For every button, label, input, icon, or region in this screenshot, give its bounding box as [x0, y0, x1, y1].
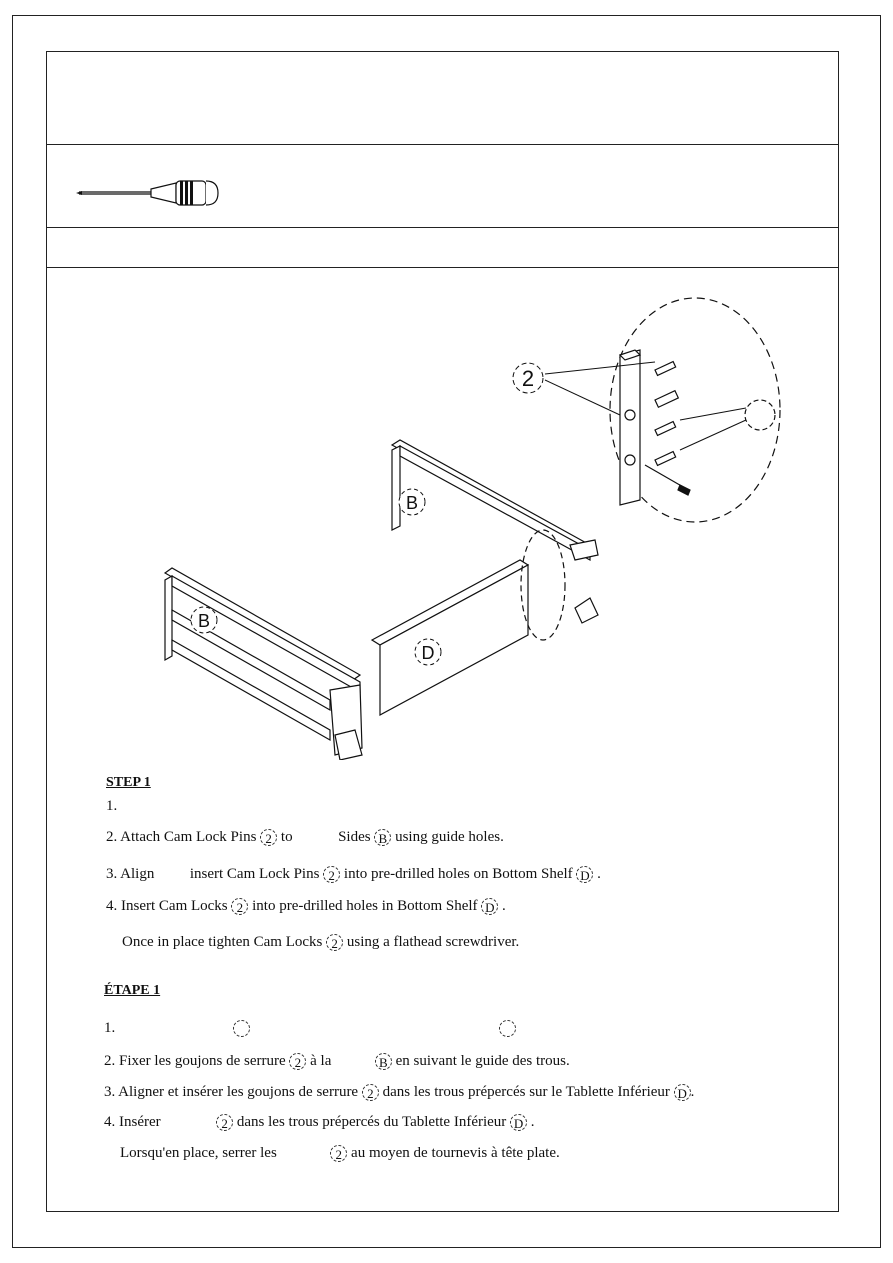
divider-2: [46, 227, 839, 228]
diagram-label-2: 2: [522, 366, 534, 391]
blank-circle-icon: [499, 1020, 517, 1038]
part-b-badge: B: [374, 829, 392, 847]
en-line-2: 2. Attach Cam Lock Pins 2 to Sides B usi…: [106, 829, 504, 847]
svg-text:B: B: [406, 493, 418, 513]
fr-line-4: 4. Insérer 2 dans les trous prépercés du…: [104, 1114, 535, 1132]
content-frame: [46, 51, 839, 1212]
en-line-3: 3. Align insert Cam Lock Pins 2 into pre…: [106, 866, 601, 884]
svg-text:B: B: [198, 611, 210, 631]
assembly-diagram: 2 B B D: [163, 297, 781, 760]
blank-circle-icon: [232, 1020, 250, 1038]
svg-text:D: D: [422, 643, 435, 663]
etape-heading: ÉTAPE 1: [104, 983, 161, 998]
fr-line-3: 3. Aligner et insérer les goujons de ser…: [104, 1084, 695, 1102]
part-2-badge: 2: [260, 829, 278, 847]
en-line-5: Once in place tighten Cam Locks 2 using …: [122, 934, 520, 952]
divider-3: [46, 267, 839, 268]
page-border: [12, 15, 881, 1248]
en-line-4: 4. Insert Cam Locks 2 into pre-drilled h…: [106, 898, 506, 916]
screwdriver-icon: [76, 180, 219, 206]
fr-line-1: 1.: [104, 1019, 517, 1038]
fr-line-2: 2. Fixer les goujons de serrure 2 à la B…: [104, 1053, 570, 1071]
divider-1: [46, 144, 839, 145]
fr-line-5: Lorsqu'en place, serrer les 2 au moyen d…: [120, 1145, 560, 1163]
en-line-1: 1.: [106, 798, 118, 814]
step-heading: STEP 1: [106, 775, 151, 790]
